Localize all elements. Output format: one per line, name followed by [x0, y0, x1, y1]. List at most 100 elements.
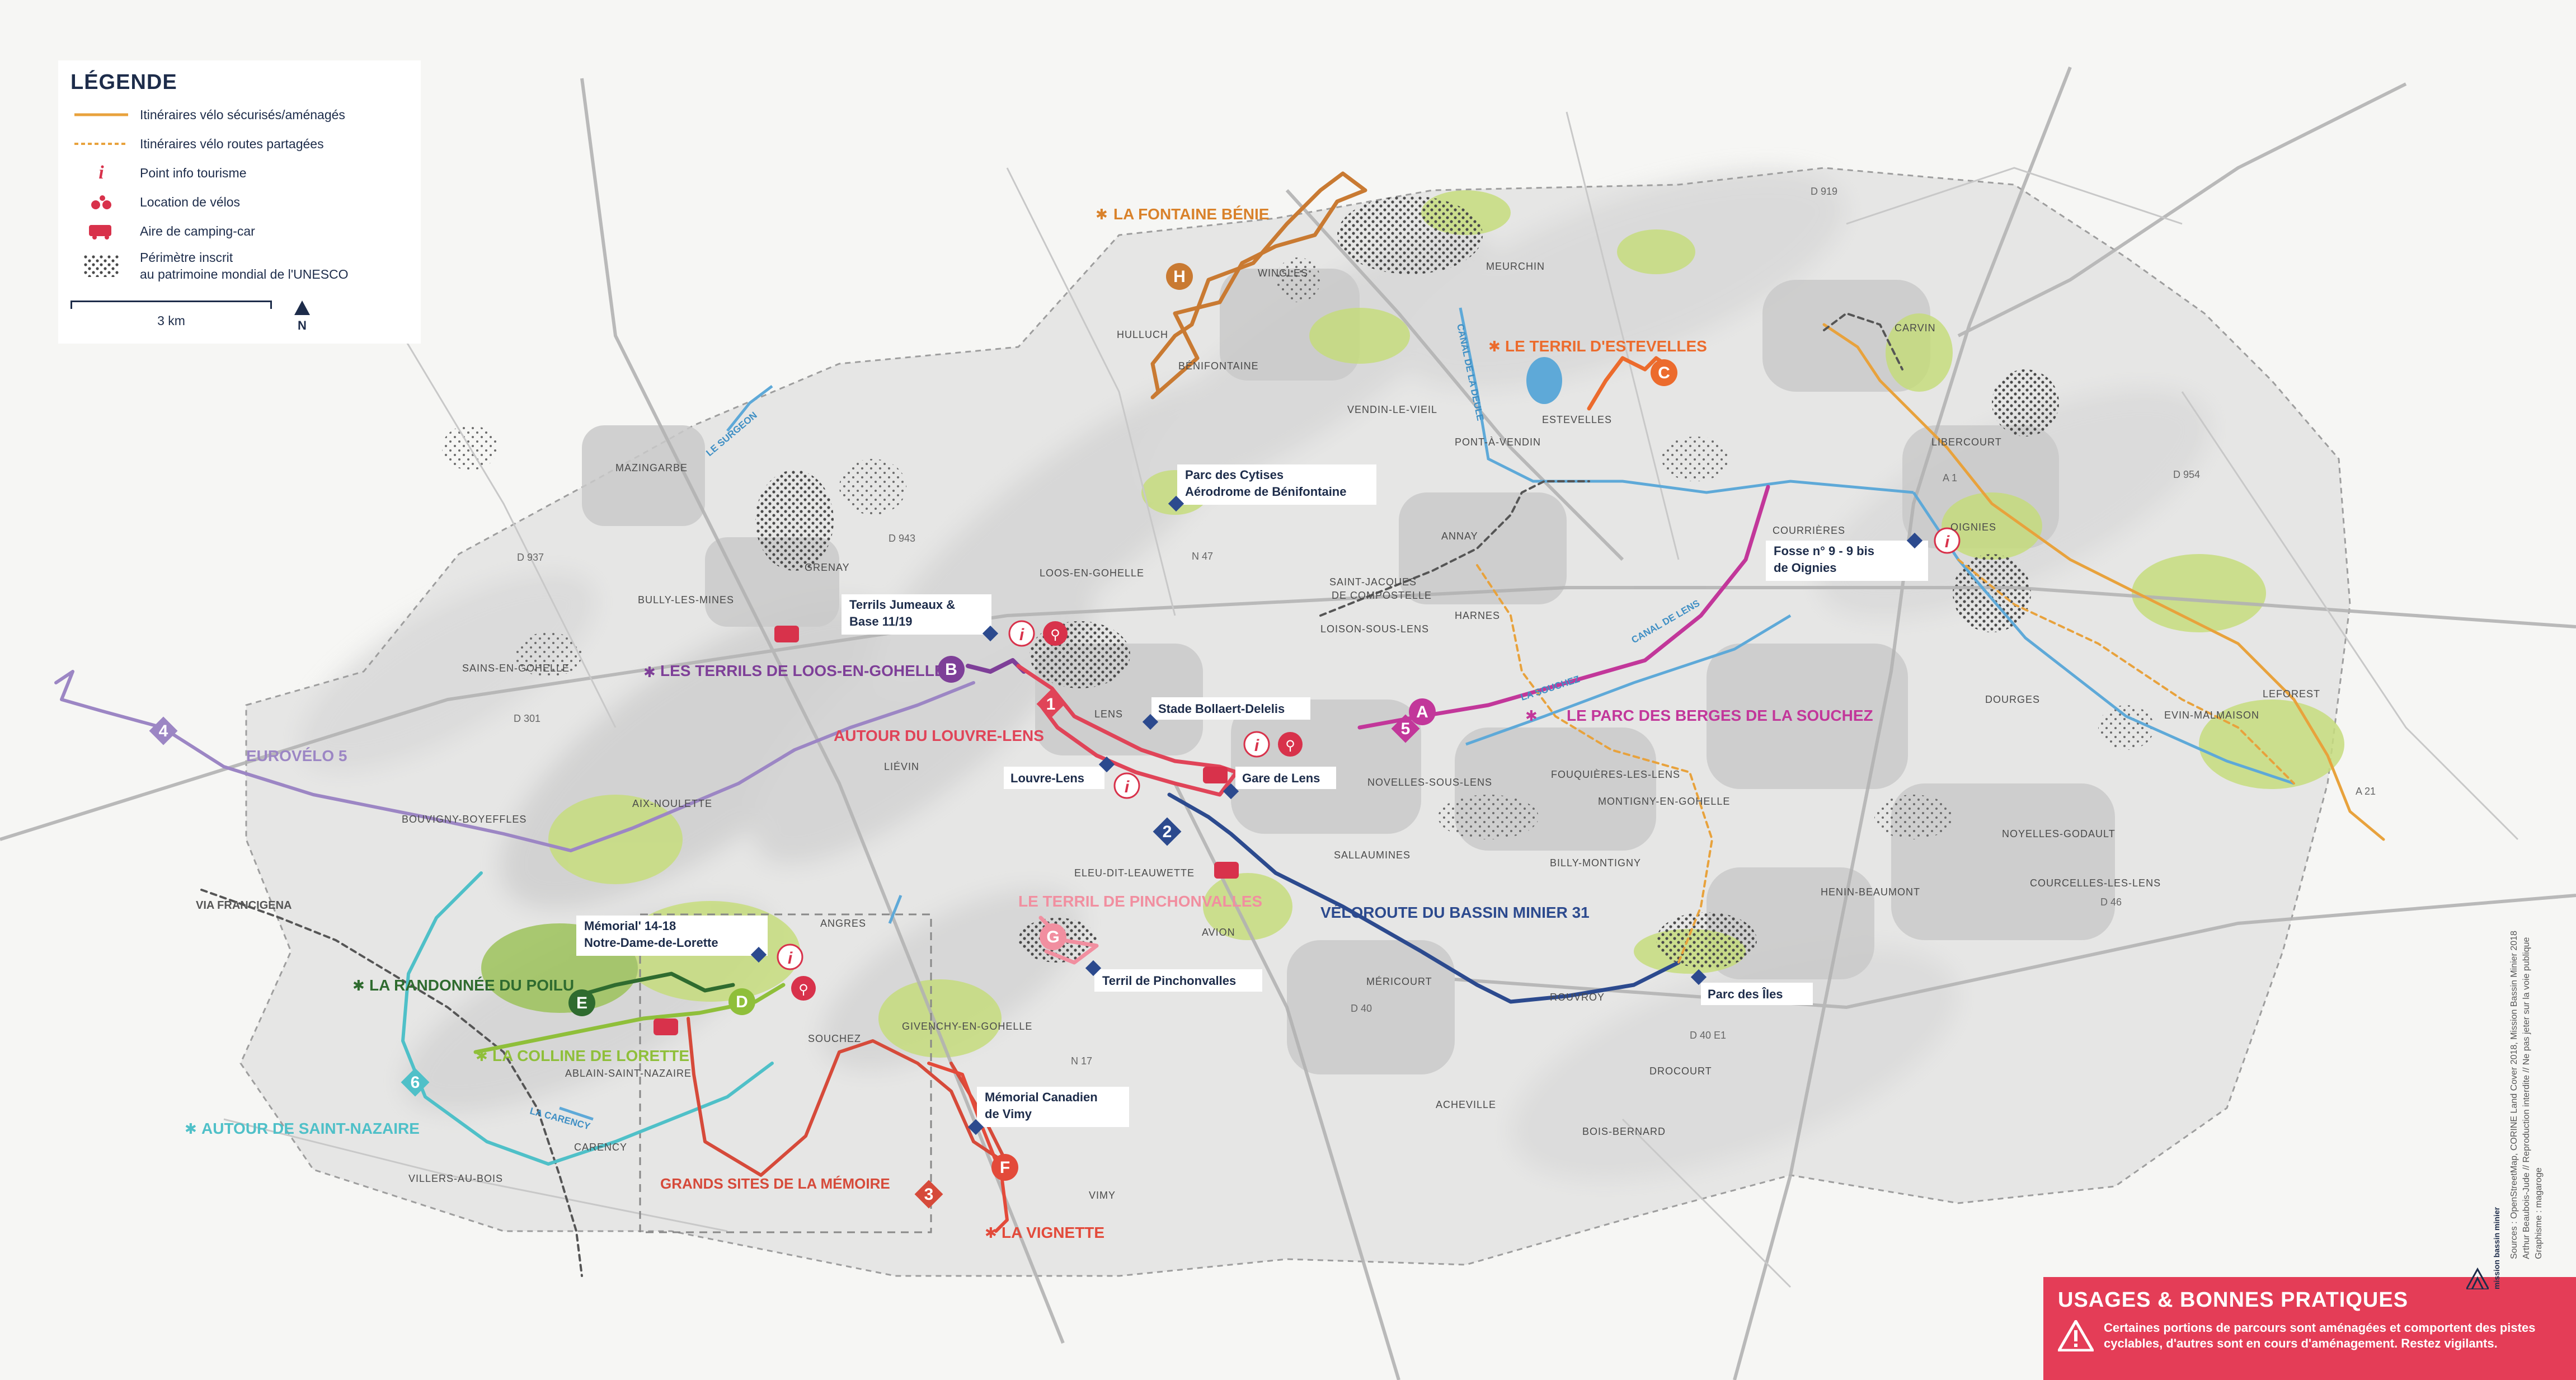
svg-text:ESTEVELLES: ESTEVELLES: [1542, 414, 1612, 425]
label-grands-sites: GRANDS SITES DE LA MÉMOIRE: [660, 1175, 890, 1192]
svg-text:Terril de Pinchonvalles: Terril de Pinchonvalles: [1102, 974, 1236, 988]
svg-text:GRENAY: GRENAY: [805, 562, 850, 573]
svg-text:D 919: D 919: [1811, 186, 1837, 197]
credits-line-2: Arthur Beaubois-Jude // Reproduction int…: [2522, 937, 2531, 1259]
unesco-pattern-icon: [70, 255, 132, 277]
callout-memorial-lorette[interactable]: Mémorial' 14-18 Notre-Dame-de-Lorette: [576, 916, 768, 963]
label-poilu: LA RANDONNÉE DU POILU: [369, 977, 574, 994]
info-icon[interactable]: i: [1934, 527, 1961, 554]
svg-text:3: 3: [924, 1185, 934, 1204]
svg-text:AVION: AVION: [1202, 927, 1235, 938]
callout-terril-pinchonvalles[interactable]: Terril de Pinchonvalles: [1085, 960, 1262, 992]
route-orange-east: [1822, 323, 2385, 841]
marker-h[interactable]: H: [1166, 263, 1193, 290]
svg-text:VIMY: VIMY: [1089, 1190, 1116, 1201]
route-orange-dashed-2: [1957, 558, 2295, 785]
marker-d[interactable]: D: [728, 988, 755, 1015]
bike-icon[interactable]: ⚲: [1278, 732, 1303, 757]
svg-text:D 40: D 40: [1351, 1003, 1372, 1014]
svg-text:SALLAUMINES: SALLAUMINES: [1334, 849, 1411, 861]
hiker-icons: ✱ ✱ ✱ ✱ ✱ ✱ ✱ ✱: [185, 206, 1538, 1241]
callout-terrils-jumeaux[interactable]: Terrils Jumeaux & Base 11/19: [842, 594, 999, 642]
label-lorette: LA COLLINE DE LORETTE: [492, 1047, 689, 1064]
svg-text:⚲: ⚲: [798, 982, 808, 997]
svg-text:4: 4: [159, 722, 168, 740]
svg-text:H: H: [1173, 267, 1186, 286]
label-fontaine-benie: LA FONTAINE BÉNIE: [1113, 205, 1269, 223]
legend-label: au patrimoine mondial de l'UNESCO: [140, 267, 349, 281]
label-souchez: LE PARC DES BERGES DE LA SOUCHEZ: [1567, 707, 1873, 724]
callout-parc-iles[interactable]: Parc des Îles: [1690, 969, 1813, 1005]
svg-text:D 943: D 943: [889, 533, 915, 544]
credits-line-1: Sources : OpenStreetMap, CORINE Land Cov…: [2509, 931, 2519, 1259]
warning-icon: [2058, 1320, 2094, 1351]
marker-c[interactable]: C: [1651, 359, 1677, 386]
callout-gare-lens[interactable]: Gare de Lens: [1223, 767, 1336, 800]
svg-text:A 21: A 21: [2356, 786, 2376, 797]
info-icon[interactable]: i: [1113, 772, 1140, 799]
marker-g[interactable]: G: [1040, 923, 1066, 950]
camper-icon[interactable]: [1214, 862, 1239, 879]
svg-text:5: 5: [1401, 720, 1411, 738]
route-markers[interactable]: H C B A E D G F 1 2 3 4 5 6: [149, 263, 1677, 1209]
legend-item-secured: Itinéraires vélo sécurisés/aménagés: [70, 100, 408, 129]
svg-text:ELEU-DIT-LEAUWETTE: ELEU-DIT-LEAUWETTE: [1074, 867, 1195, 879]
label-veloroute: VÉLOROUTE DU BASSIN MINIER 31: [1320, 904, 1590, 921]
svg-text:EVIN-MALMAISON: EVIN-MALMAISON: [2164, 710, 2259, 721]
callout-louvre-lens[interactable]: Louvre-Lens: [1004, 756, 1115, 789]
svg-text:ABLAIN-SAINT-NAZAIRE: ABLAIN-SAINT-NAZAIRE: [565, 1068, 692, 1079]
marker-f[interactable]: F: [991, 1154, 1018, 1181]
callout-memorial-vimy[interactable]: Mémorial Canadien de Vimy: [967, 1087, 1129, 1135]
svg-text:LENS: LENS: [1094, 708, 1123, 720]
callout-fosse-oignies[interactable]: Fosse n° 9 - 9 bis de Oignies: [1766, 532, 1928, 581]
svg-text:D 40 E1: D 40 E1: [1690, 1030, 1726, 1041]
legend-item-bike: Location de vélos: [70, 187, 408, 217]
callout-parc-cytises[interactable]: Parc des Cytises Aérodrome de Bénifontai…: [1168, 464, 1376, 512]
marker-a[interactable]: A: [1409, 698, 1436, 725]
route-labels: LA FONTAINE BÉNIE LE TERRIL D'ESTEVELLES…: [196, 205, 1873, 1241]
poi-icons[interactable]: i ⚲ i ⚲ i i ⚲ i: [654, 527, 1961, 1035]
svg-text:BOUVIGNY-BOYEFFLES: BOUVIGNY-BOYEFFLES: [402, 814, 527, 825]
camper-icon[interactable]: [774, 626, 799, 642]
route-black-dashed: [1319, 480, 1590, 617]
info-icon[interactable]: i: [1243, 731, 1270, 758]
svg-text:VENDIN-LE-VIEIL: VENDIN-LE-VIEIL: [1347, 404, 1437, 415]
marker-e[interactable]: E: [568, 989, 595, 1016]
marker-4[interactable]: 4: [149, 716, 178, 745]
svg-text:AIX-NOULETTE: AIX-NOULETTE: [632, 798, 712, 809]
callout-stade-bollaert[interactable]: Stade Bollaert-Delelis: [1142, 697, 1310, 730]
marker-1[interactable]: 1: [1036, 689, 1065, 719]
svg-text:CARVIN: CARVIN: [1895, 322, 1936, 334]
bike-icon[interactable]: ⚲: [1043, 621, 1068, 646]
svg-text:HULLUCH: HULLUCH: [1117, 329, 1168, 340]
svg-text:ANGRES: ANGRES: [820, 918, 866, 929]
camper-icon[interactable]: [654, 1018, 678, 1035]
svg-text:SAINT-JACQUES: SAINT-JACQUES: [1329, 576, 1417, 588]
legend-label: Point info tourisme: [140, 165, 247, 180]
svg-text:OIGNIES: OIGNIES: [1950, 522, 1996, 533]
svg-text:MEURCHIN: MEURCHIN: [1486, 261, 1545, 272]
marker-6[interactable]: 6: [401, 1068, 430, 1097]
marker-b[interactable]: B: [938, 656, 965, 683]
svg-text:COURCELLES-LES-LENS: COURCELLES-LES-LENS: [2030, 877, 2161, 889]
route-veloroute: [1167, 792, 1681, 1004]
label-pinchonvalles: LE TERRIL DE PINCHONVALLES: [1018, 893, 1262, 910]
svg-text:HENIN-BEAUMONT: HENIN-BEAUMONT: [1821, 886, 1920, 898]
svg-text:FOUQUIÈRES-LES-LENS: FOUQUIÈRES-LES-LENS: [1551, 769, 1680, 780]
callouts[interactable]: Parc des Cytises Aérodrome de Bénifontai…: [576, 464, 1928, 1135]
svg-text:A 1: A 1: [1943, 472, 1957, 484]
main-roads: [0, 66, 2576, 1380]
legend-item-info: i Point info tourisme: [70, 158, 408, 187]
bike-icon[interactable]: ⚲: [791, 976, 816, 1001]
usages-title: USAGES & BONNES PRATIQUES: [2058, 1288, 2409, 1312]
scale-bar: 3 km N: [70, 301, 408, 333]
info-icon[interactable]: i: [1008, 620, 1035, 647]
route-estevelles: [1587, 356, 1675, 411]
svg-text:BULLY-LES-MINES: BULLY-LES-MINES: [638, 594, 734, 605]
camper-icon[interactable]: [1203, 767, 1228, 783]
svg-text:NOYELLES-GODAULT: NOYELLES-GODAULT: [2002, 828, 2116, 839]
svg-text:Mémorial' 14-18: Mémorial' 14-18: [584, 919, 676, 933]
info-icon[interactable]: i: [777, 944, 803, 970]
